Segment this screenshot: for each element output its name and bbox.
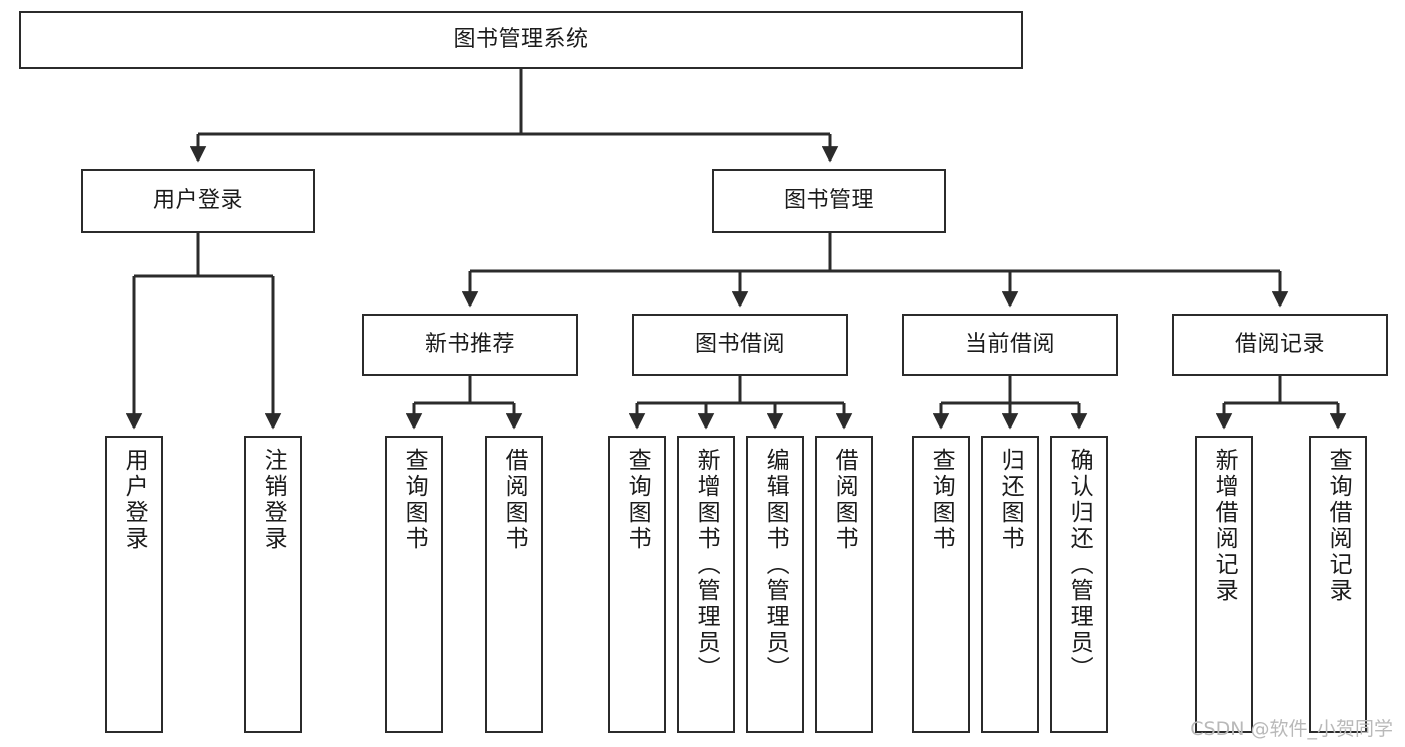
leaf-borrow-book-recommend[interactable]: 借阅图书: [485, 436, 543, 733]
node-borrow-record[interactable]: 借阅记录: [1172, 314, 1388, 376]
node-label: 新书推荐: [424, 331, 515, 357]
leaf-add-borrow-record[interactable]: 新增借阅记录: [1195, 436, 1253, 733]
node-label: 确认归还（管理员）: [1066, 448, 1093, 682]
node-user-login[interactable]: 用户登录: [81, 169, 315, 233]
node-label: 用户登录: [121, 448, 148, 552]
node-label: 新增借阅记录: [1211, 448, 1238, 604]
leaf-logout[interactable]: 注销登录: [244, 436, 302, 733]
node-label: 新增图书（管理员）: [693, 448, 720, 682]
leaf-confirm-return-admin[interactable]: 确认归还（管理员）: [1050, 436, 1108, 733]
watermark-text: CSDN @软件_小贺同学: [1190, 718, 1393, 740]
leaf-borrow-book[interactable]: 借阅图书: [815, 436, 873, 733]
node-label: 图书管理系统: [453, 26, 589, 52]
node-label: 借阅图书: [501, 448, 528, 552]
leaf-query-borrow-record[interactable]: 查询借阅记录: [1309, 436, 1367, 733]
leaf-add-book-admin[interactable]: 新增图书（管理员）: [677, 436, 735, 733]
node-label: 归还图书: [997, 448, 1024, 552]
node-current-borrow[interactable]: 当前借阅: [902, 314, 1118, 376]
node-label: 查询图书: [624, 448, 651, 552]
leaf-user-login[interactable]: 用户登录: [105, 436, 163, 733]
node-label: 查询图书: [401, 448, 428, 552]
node-label: 查询借阅记录: [1325, 448, 1352, 604]
node-label: 图书管理: [783, 187, 874, 213]
node-label: 借阅图书: [831, 448, 858, 552]
leaf-edit-book-admin[interactable]: 编辑图书（管理员）: [746, 436, 804, 733]
node-label: 用户登录: [152, 187, 243, 213]
node-label: 当前借阅: [964, 331, 1055, 357]
node-book-borrow[interactable]: 图书借阅: [632, 314, 848, 376]
node-label: 借阅记录: [1234, 331, 1325, 357]
node-root-system[interactable]: 图书管理系统: [19, 11, 1023, 69]
node-new-book-recommend[interactable]: 新书推荐: [362, 314, 578, 376]
node-label: 编辑图书（管理员）: [762, 448, 789, 682]
node-label: 图书借阅: [694, 331, 785, 357]
leaf-query-book-borrow[interactable]: 查询图书: [608, 436, 666, 733]
leaf-query-book-current[interactable]: 查询图书: [912, 436, 970, 733]
node-label: 查询图书: [928, 448, 955, 552]
leaf-return-book[interactable]: 归还图书: [981, 436, 1039, 733]
node-label: 注销登录: [260, 448, 287, 552]
node-book-management[interactable]: 图书管理: [712, 169, 946, 233]
leaf-query-book-recommend[interactable]: 查询图书: [385, 436, 443, 733]
